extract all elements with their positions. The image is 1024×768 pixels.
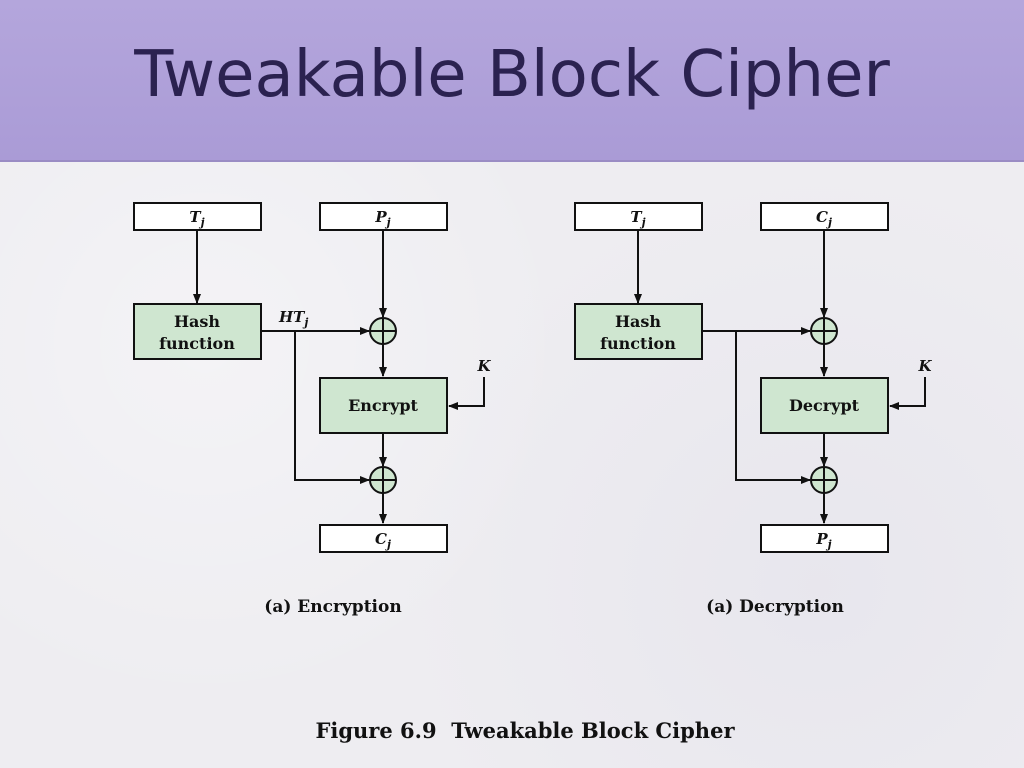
dec-hash-box bbox=[574, 303, 703, 360]
dec-key-label: K bbox=[917, 357, 932, 375]
enc-arrow-ht-to-xor2 bbox=[294, 331, 370, 484]
encryption-diagram: Tj Pj Hash function HTj Encrypt bbox=[133, 202, 491, 617]
slide-title: Tweakable Block Cipher bbox=[134, 38, 890, 112]
decryption-diagram: Tj Cj Hash function Decrypt K bbox=[574, 202, 932, 617]
dec-plaintext-box bbox=[760, 524, 889, 553]
enc-encrypt-box bbox=[319, 377, 448, 434]
dec-decrypt-label: Decrypt bbox=[789, 396, 860, 415]
enc-hash-label-line1: Hash bbox=[174, 312, 220, 331]
figure-caption: Figure 6.9 Tweakable Block Cipher bbox=[315, 718, 735, 743]
enc-hash-label-line2: function bbox=[159, 334, 235, 353]
slide-body bbox=[0, 162, 1024, 768]
enc-encrypt-label: Encrypt bbox=[348, 396, 418, 415]
dec-xor-bottom bbox=[810, 466, 838, 494]
enc-plaintext-label: Pj bbox=[374, 208, 390, 229]
dec-decrypt-box bbox=[760, 377, 889, 434]
dec-plaintext-label: Pj bbox=[815, 530, 831, 551]
enc-ht-label: HTj bbox=[278, 308, 308, 329]
enc-caption: (a) Encryption bbox=[264, 597, 401, 617]
dec-hash-label-line2: function bbox=[600, 334, 676, 353]
dec-xor-top bbox=[810, 317, 838, 345]
enc-ciphertext-box bbox=[319, 524, 448, 553]
enc-tweak-label: Tj bbox=[189, 208, 204, 229]
dec-caption: (a) Decryption bbox=[706, 597, 844, 617]
enc-xor-bottom bbox=[369, 466, 397, 494]
dec-arrow-key-to-decrypt bbox=[889, 377, 926, 410]
enc-xor-top bbox=[369, 317, 397, 345]
dec-hash-label-line1: Hash bbox=[615, 312, 661, 331]
enc-hash-box bbox=[133, 303, 262, 360]
dec-tweak-label: Tj bbox=[630, 208, 645, 229]
enc-arrow-key-to-encrypt bbox=[448, 377, 485, 410]
dec-arrow-hash-to-xor2 bbox=[735, 331, 811, 484]
slide-header: Tweakable Block Cipher bbox=[0, 0, 1024, 162]
enc-ciphertext-label: Cj bbox=[375, 530, 391, 551]
dec-ciphertext-label: Cj bbox=[816, 208, 832, 229]
dec-ciphertext-box bbox=[760, 202, 889, 231]
enc-key-label: K bbox=[476, 357, 491, 375]
